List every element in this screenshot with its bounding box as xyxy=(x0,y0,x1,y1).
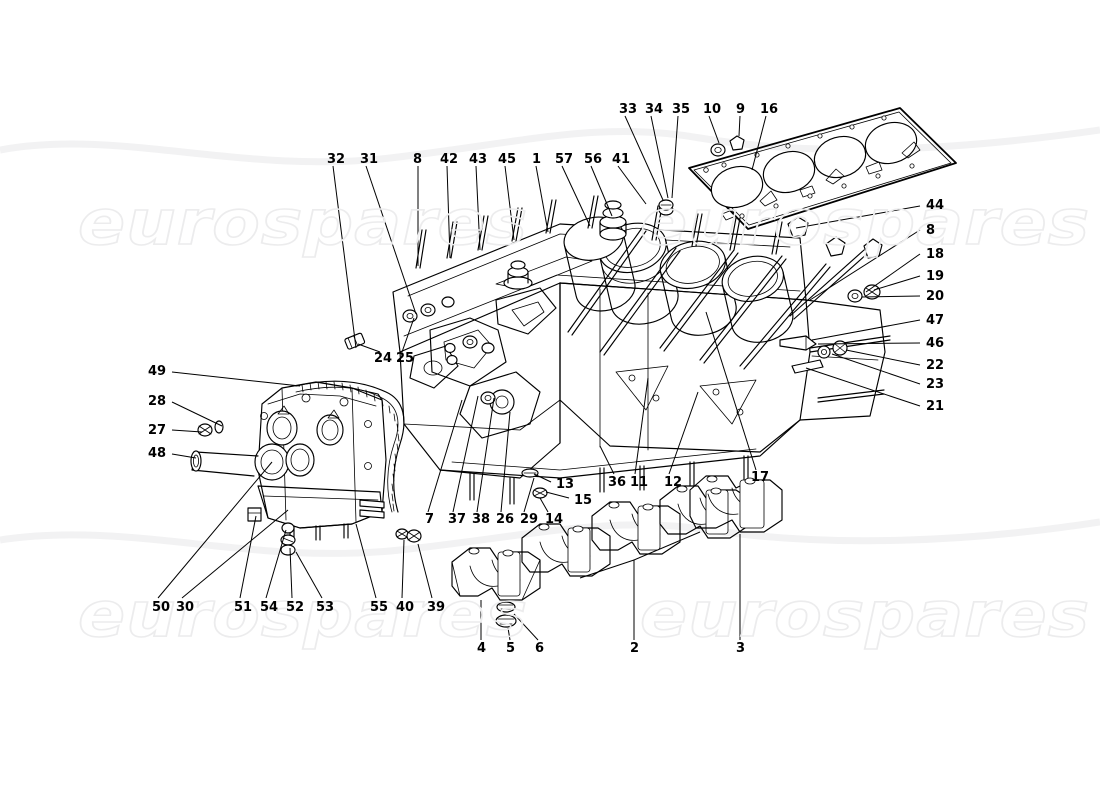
main-bearing-caps xyxy=(451,475,783,601)
callout-12: 12 xyxy=(664,475,683,490)
callout-17: 17 xyxy=(751,470,770,485)
callout-31: 31 xyxy=(360,152,379,167)
leader-lines xyxy=(157,115,921,641)
callout-40: 40 xyxy=(396,600,415,615)
callout-2: 2 xyxy=(630,641,640,656)
callout-54: 54 xyxy=(260,600,279,615)
callout-55: 55 xyxy=(370,600,389,615)
callout-27: 27 xyxy=(148,423,167,438)
callout-57: 57 xyxy=(555,152,574,167)
callout-52: 52 xyxy=(286,600,305,615)
callout-10: 10 xyxy=(703,102,722,117)
callout-49: 49 xyxy=(148,364,167,379)
callout-23: 23 xyxy=(926,377,945,392)
callout-29: 29 xyxy=(520,512,539,527)
callout-53: 53 xyxy=(316,600,335,615)
callout-43: 43 xyxy=(469,152,488,167)
callout-48: 48 xyxy=(148,446,167,461)
front-timing-cover xyxy=(190,381,387,541)
callout-9: 9 xyxy=(736,102,746,117)
callout-19: 19 xyxy=(926,269,945,284)
callout-47: 47 xyxy=(926,313,945,328)
callout-30: 30 xyxy=(176,600,195,615)
callout-8-top: 8 xyxy=(413,152,423,167)
timing-chain xyxy=(295,380,405,513)
callout-15: 15 xyxy=(574,493,593,508)
callout-36: 36 xyxy=(608,475,627,490)
misc-fasteners xyxy=(197,420,548,556)
callout-6: 6 xyxy=(535,641,545,656)
callout-8-right: 8 xyxy=(926,223,936,238)
callout-25: 25 xyxy=(396,351,415,366)
callout-35: 35 xyxy=(672,102,691,117)
callout-3: 3 xyxy=(736,641,746,656)
callout-5: 5 xyxy=(506,641,516,656)
callout-22: 22 xyxy=(926,358,945,373)
callout-37: 37 xyxy=(448,512,467,527)
callout-4: 4 xyxy=(477,641,487,656)
callout-21: 21 xyxy=(926,399,945,414)
callout-13: 13 xyxy=(556,477,575,492)
callout-28: 28 xyxy=(148,394,167,409)
callout-1: 1 xyxy=(532,152,542,167)
engine-block-casting xyxy=(344,195,891,505)
callout-34: 34 xyxy=(645,102,664,117)
cylinder-head-gasket xyxy=(688,107,957,230)
callout-46: 46 xyxy=(926,336,945,351)
callout-38: 38 xyxy=(472,512,491,527)
callout-32: 32 xyxy=(327,152,346,167)
callout-24: 24 xyxy=(374,351,393,366)
callout-50: 50 xyxy=(152,600,171,615)
callout-41: 41 xyxy=(612,152,631,167)
callout-51: 51 xyxy=(234,600,253,615)
callout-33: 33 xyxy=(619,102,638,117)
callout-44: 44 xyxy=(926,198,945,213)
callout-26: 26 xyxy=(496,512,515,527)
callout-11: 11 xyxy=(630,475,649,490)
callout-7: 7 xyxy=(425,512,435,527)
callout-42: 42 xyxy=(440,152,459,167)
callout-39: 39 xyxy=(427,600,446,615)
cylinder-liners xyxy=(563,216,794,343)
bottom-fasteners xyxy=(495,601,517,628)
callout-18: 18 xyxy=(926,247,945,262)
callout-56: 56 xyxy=(584,152,603,167)
callout-16: 16 xyxy=(760,102,779,117)
callout-20: 20 xyxy=(926,289,945,304)
callout-14: 14 xyxy=(545,512,564,527)
callout-45: 45 xyxy=(498,152,517,167)
